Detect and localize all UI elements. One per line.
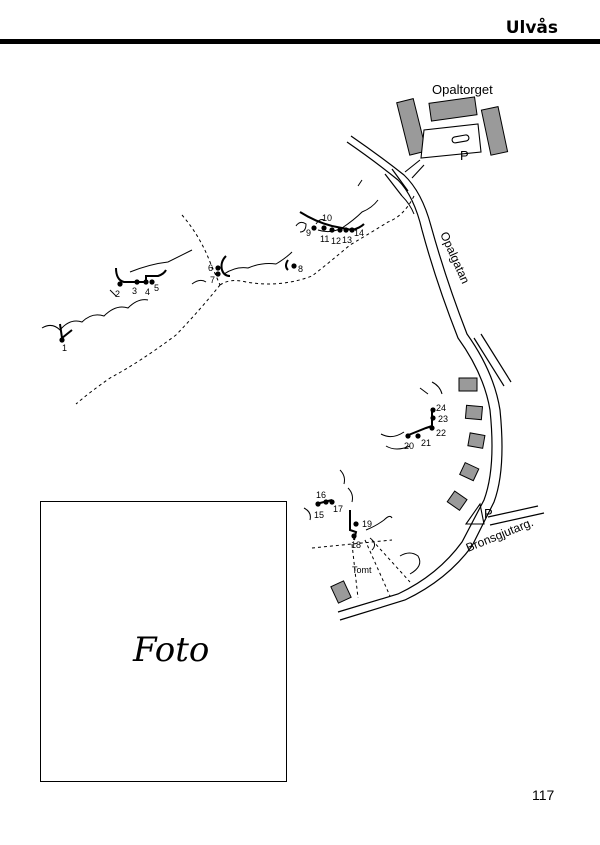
building-opaltorget-east — [480, 106, 509, 156]
buildings — [330, 96, 509, 604]
building-east-2 — [464, 404, 484, 421]
building-opaltorget-north — [428, 96, 478, 122]
marker-label-14: 14 — [354, 228, 364, 238]
marker-label-23: 23 — [438, 414, 448, 424]
marker-label-7: 7 — [210, 275, 215, 285]
roads — [337, 135, 545, 621]
marker-label-20: 20 — [404, 441, 414, 451]
marker-label-22: 22 — [436, 428, 446, 438]
road-bronsgjutargatan-south — [489, 512, 545, 526]
marker-label-4: 4 — [145, 287, 150, 297]
footpaths — [75, 195, 415, 599]
road-east-branch — [473, 337, 505, 387]
marker-label-16: 16 — [316, 490, 326, 500]
marker-label-21: 21 — [421, 438, 431, 448]
building-opaltorget-west — [396, 98, 427, 156]
road-north-stub-east — [391, 168, 409, 192]
place-label-tomt: Tomt — [352, 565, 372, 575]
marker-label-19: 19 — [362, 519, 372, 529]
site-markers — [59, 225, 436, 539]
marker-label-3: 3 — [132, 286, 137, 296]
marker-label-2: 2 — [115, 289, 120, 299]
parking-opaltorget — [404, 123, 482, 179]
road-bronsgjutargatan-north — [487, 505, 539, 518]
parking-bronsgjutar — [464, 502, 485, 525]
page-title: Ulvås — [505, 18, 558, 38]
marker-label-12: 12 — [331, 236, 341, 246]
building-east-3 — [467, 432, 486, 449]
marker-label-8: 8 — [298, 264, 303, 274]
marker-label-1: 1 — [62, 343, 67, 353]
street-label-opalgatan: Opalgatan — [437, 230, 472, 286]
marker-labels: 1 2 3 4 5 6 7 8 9 10 11 12 13 14 15 16 1… — [62, 213, 448, 550]
building-east-1 — [458, 377, 478, 392]
marker-label-13: 13 — [342, 235, 352, 245]
marker-label-11: 11 — [320, 234, 329, 244]
page-header: Ulvås — [0, 0, 600, 46]
marker-label-15: 15 — [314, 510, 324, 520]
marker-label-9: 9 — [306, 228, 311, 238]
place-label-opaltorget: Opaltorget — [432, 82, 493, 97]
terrain-outlines — [41, 179, 443, 575]
page-number: 117 — [532, 787, 555, 803]
building-east-4 — [459, 461, 480, 482]
parking-label-bronsgjutar: P — [484, 506, 493, 521]
marker-label-5: 5 — [154, 283, 159, 293]
wall-lines — [59, 211, 433, 541]
photo-placeholder: Foto — [40, 501, 287, 782]
parking-label-opaltorget: P — [460, 148, 469, 163]
building-lot — [330, 580, 352, 604]
building-east-5 — [446, 490, 468, 512]
header-rule — [0, 39, 600, 44]
road-east-branch-2 — [480, 333, 512, 383]
marker-label-24: 24 — [436, 403, 446, 413]
marker-label-17: 17 — [333, 504, 343, 514]
marker-label-10: 10 — [322, 213, 332, 223]
road-opalgatan-east-edge — [339, 135, 503, 621]
street-label-bronsgjutargatan: Bronsgjutarg. — [464, 515, 535, 555]
road-opalgatan-west-edge — [337, 141, 493, 613]
marker-label-6: 6 — [208, 263, 213, 273]
photo-label: Foto — [133, 630, 210, 670]
marker-label-18: 18 — [351, 540, 361, 550]
road-north-stub-west — [384, 173, 403, 197]
